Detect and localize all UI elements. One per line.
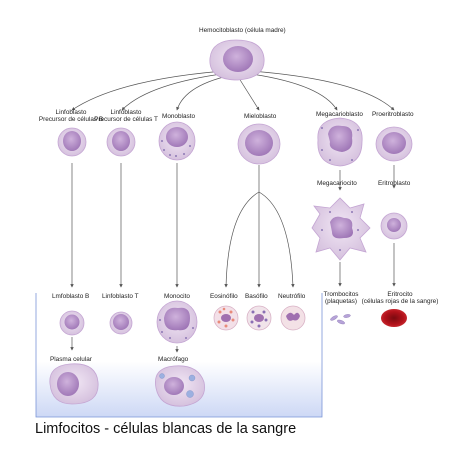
eritrocito-label: Eritrocito (células rojas de la sangre) <box>359 291 441 306</box>
linfoblasto-b-label-line1: Linfoblasto <box>55 109 87 116</box>
linfoblasto-b-cell <box>57 127 87 157</box>
eosinofilo-label: Eosinófilo <box>210 293 238 300</box>
megacariocito-label: Megacariocito <box>317 180 357 187</box>
proeritroblasto-cell <box>375 126 413 162</box>
eosinofilo-cell <box>213 305 239 331</box>
trombocitos-cells <box>330 314 351 325</box>
macrofago-label: Macrófago <box>158 356 189 363</box>
mieloblasto-cell <box>237 123 281 165</box>
linfoblasto-b-label: Linfoblasto Precursor de células B <box>37 109 105 124</box>
proeritroblasto-label: Proeritroblasto <box>372 111 414 118</box>
monoblasto-label: Monoblasto <box>162 113 196 120</box>
megacariocito-cell <box>311 197 371 261</box>
mieloblasto-label: Mieloblasto <box>244 113 277 120</box>
megacarioblasto-label: Megacarioblasto <box>316 111 363 118</box>
trombocitos-label: Trombocitos (plaquetas) <box>319 291 363 306</box>
linfoblasto-t2-cell <box>109 311 133 335</box>
monoblasto-cell <box>158 121 196 161</box>
linfoblasto-t-label-line2: Precursor de células T <box>94 116 158 124</box>
megacarioblasto-cell <box>317 117 363 167</box>
basofilo-label: Basófilo <box>245 293 268 300</box>
plasma-celular-label: Plasma celular <box>50 356 92 363</box>
eritrocito-cell <box>381 309 407 327</box>
linfoblasto-t-label: Linfoblasto Precursor de células T <box>92 109 160 124</box>
lmfoblasto-b-cell <box>59 310 85 336</box>
trombocitos-label-line1: Trombocitos <box>323 291 359 298</box>
hemocitoblasto-label: Hemocitoblasto (célula madre) <box>199 27 286 34</box>
eritroblasto-cell <box>380 212 408 240</box>
linfoblasto-b-label-line2: Precursor de células B <box>38 116 104 124</box>
linfoblasto-t-cell <box>106 127 136 157</box>
macrofago-cell <box>155 365 205 407</box>
plasma-celular-cell <box>49 363 99 405</box>
monocito-label: Monocito <box>164 293 190 300</box>
neutrofilo-label: Neutrófilo <box>278 293 306 300</box>
lineage-lines <box>70 163 396 353</box>
hemocitoblasto-cell <box>209 39 265 81</box>
eritroblasto-label: Eritroblasto <box>378 180 411 187</box>
basofilo-cell <box>246 305 272 331</box>
monocito-cell <box>156 300 198 344</box>
neutrofilo-cell <box>280 305 306 331</box>
eritrocito-label-line2: (células rojas de la sangre) <box>361 298 439 306</box>
lmfoblasto-b-label: Lmfoblasto B <box>52 293 90 300</box>
linfoblasto-t2-label: Linfoblasto T <box>102 293 139 300</box>
linfoblasto-t-label-line1: Linfoblasto <box>110 109 142 116</box>
diagram-caption: Limfocitos - células blancas de la sangr… <box>35 421 297 437</box>
eritrocito-label-line1: Eritrocito <box>387 291 413 298</box>
trombocitos-label-line2: (plaquetas) <box>325 298 357 306</box>
